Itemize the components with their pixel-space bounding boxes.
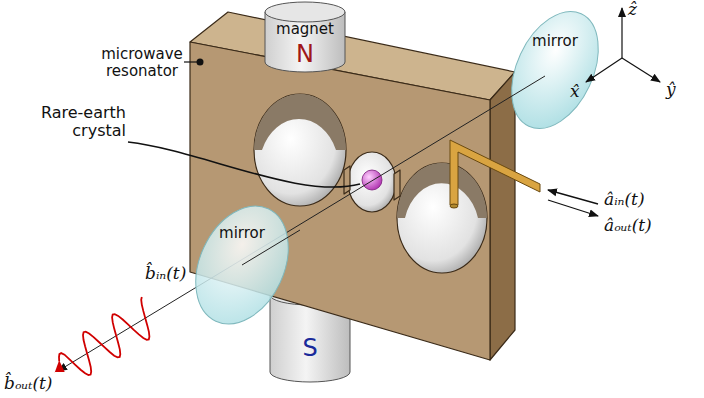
signal-name: âᵢₙ(t) — [604, 190, 645, 210]
signal-name: b̂ᵢₙ(t) — [145, 264, 186, 284]
optical-wave — [59, 297, 149, 375]
axis-label: x̂ — [570, 82, 580, 102]
magnet-cylinder: S — [285, 334, 335, 366]
mirror: mirror — [525, 30, 585, 54]
part-name: mirror — [525, 32, 585, 50]
leader-line — [184, 61, 197, 62]
magnet-cylinder: magnetN — [265, 4, 345, 70]
mirror: mirror — [212, 222, 272, 246]
magnet-north — [265, 2, 345, 72]
coupling-antenna — [450, 140, 540, 208]
pole-letter: N — [265, 42, 345, 66]
part-name: mirror — [212, 224, 272, 242]
part-name: Rare-earth crystal — [14, 104, 126, 141]
axis-label: ẑ — [628, 0, 637, 20]
part-name: microwave resonator — [100, 46, 184, 81]
mirror-right — [494, 0, 615, 142]
signal-name: âₒᵤₜ(t) — [604, 216, 652, 236]
pole-letter: S — [285, 336, 335, 360]
mirror-left — [178, 191, 307, 339]
rare-earth-crystal — [362, 170, 382, 190]
axes — [586, 8, 660, 82]
signal-arrow — [548, 200, 598, 216]
leader-line — [128, 142, 360, 187]
part-name: magnet — [265, 20, 345, 38]
signal-name: b̂ₒᵤₜ(t) — [4, 374, 53, 394]
axis-label: ŷ — [666, 80, 676, 100]
